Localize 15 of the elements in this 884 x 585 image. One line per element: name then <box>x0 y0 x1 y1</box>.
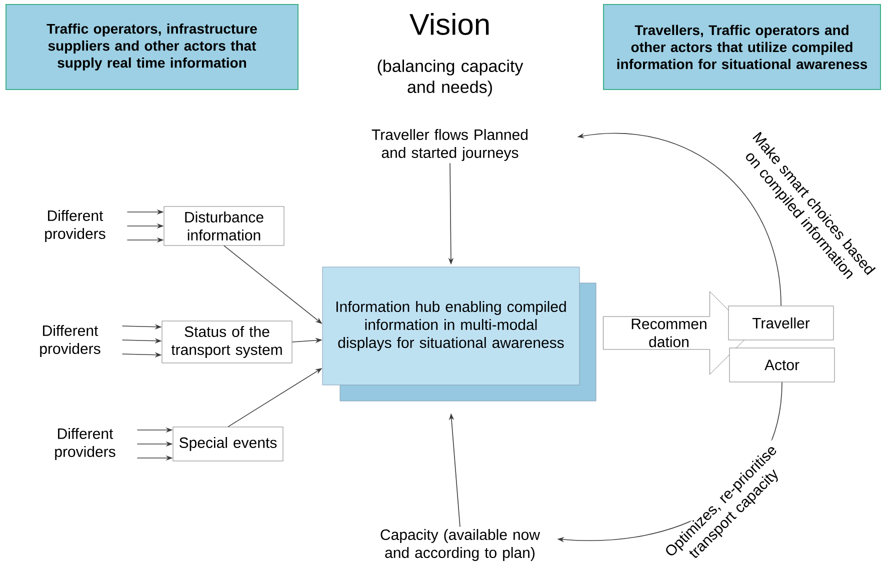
actor-box: Actor <box>729 348 835 382</box>
provider-label: Different providers <box>55 428 116 460</box>
title: Vision <box>410 12 489 35</box>
capacity-label: Capacity (available now and according to plan) <box>380 529 540 561</box>
banner-box: Traffic operators, infrastructure suppliers and other actors that supply real time information <box>6 4 298 90</box>
provider-label: Different providers <box>40 325 100 357</box>
banner-box: Travellers, Traffic operators and other actors that utilize compiled information for situational awareness <box>603 4 881 90</box>
process-box: Disturbance information <box>164 206 284 246</box>
actor-box: Traveller <box>728 306 834 340</box>
process-box: Special events <box>172 426 284 462</box>
process-box: Status of the transport system <box>162 320 292 364</box>
subtitle: (balancing capacity and needs) <box>378 60 524 96</box>
flow-label: Traveller flows Planned and started journeys <box>372 129 528 161</box>
provider-label: Different providers <box>45 210 106 242</box>
hub-box: Information hub enabling compiled information in multi-modal displays for situational awareness <box>322 266 596 402</box>
